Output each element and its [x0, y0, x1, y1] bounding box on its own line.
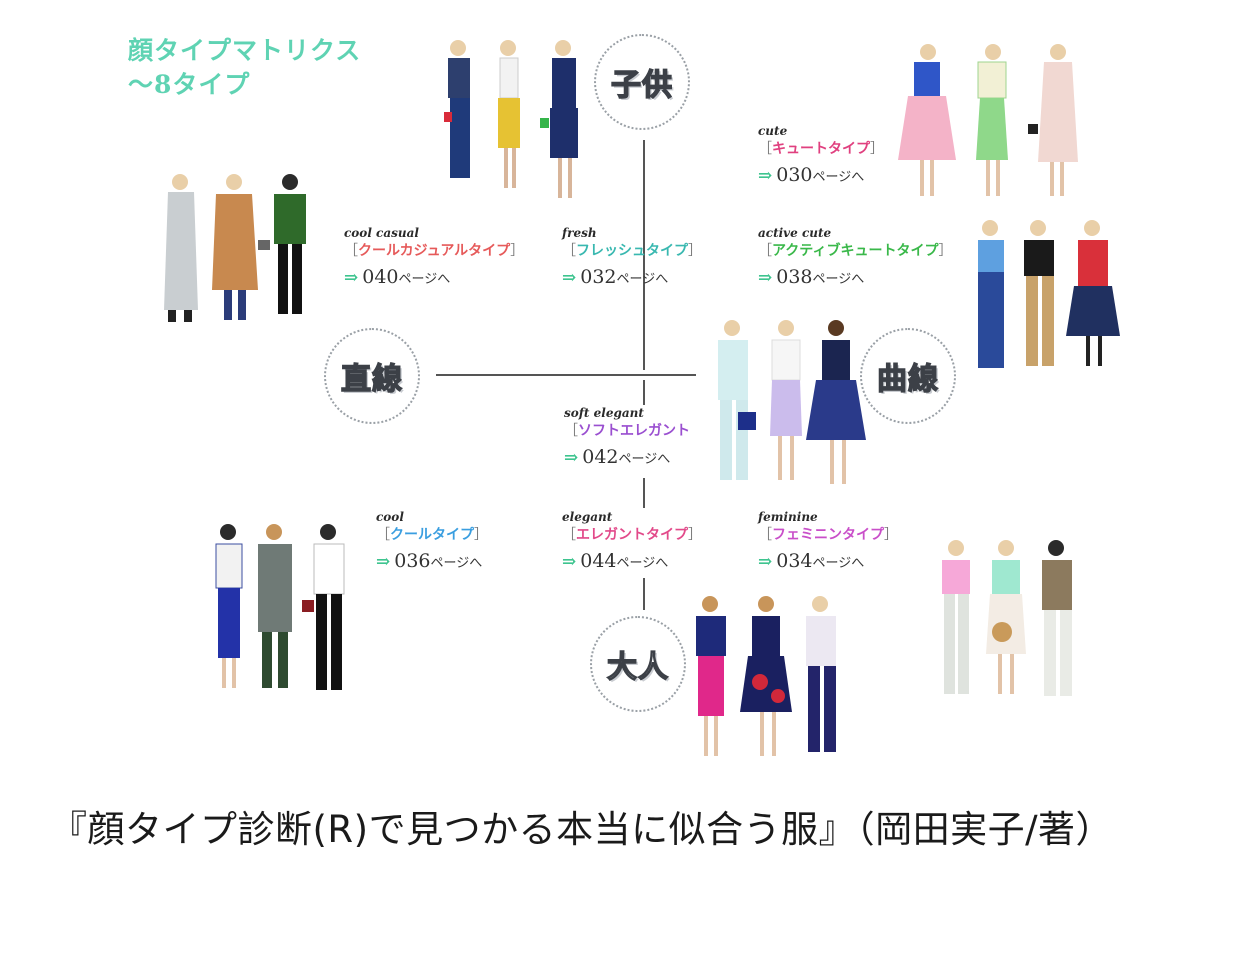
- type-name: キュートタイプ: [772, 141, 870, 157]
- diagram-title-line2: ～8タイプ: [128, 70, 251, 99]
- axis-label-child: 子供: [594, 34, 690, 130]
- diagram-title: 顔タイプマトリクス ～8タイプ: [128, 34, 361, 102]
- type-block-cute: cute ［キュートタイプ］ ⇒030ページへ: [758, 124, 884, 186]
- type-name: フェミニンタイプ: [772, 527, 884, 543]
- type-name: ソフトエレガント: [578, 423, 690, 439]
- figure-caption: 『顔タイプ診断(R)で見つかる本当に似合う服』（岡田実子/著）: [50, 808, 1114, 851]
- axis-line-lower: [643, 478, 645, 508]
- axis-label-adult: 大人: [590, 616, 686, 712]
- axis-label-curve: 曲線: [860, 328, 956, 424]
- axis-line-top: [643, 140, 645, 370]
- type-block-soft-elegant: soft elegant ［ソフトエレガント ⇒042ページへ: [564, 406, 690, 468]
- diagram-title-line1: 顔タイプマトリクス: [128, 36, 362, 65]
- axis-label-straight: 直線: [324, 328, 420, 424]
- axis-line-middle: [643, 380, 645, 405]
- type-name: フレッシュタイプ: [576, 243, 688, 259]
- type-block-feminine: feminine ［フェミニンタイプ］ ⇒034ページへ: [758, 510, 898, 572]
- axis-line-left: [436, 374, 696, 376]
- face-type-matrix-diagram: 顔タイプマトリクス ～8タイプ 子供 大人 直線 曲線 cute ［キュートタイ…: [118, 0, 1128, 772]
- fashion-illustration-cool-casual: [164, 174, 306, 322]
- type-block-fresh: fresh ［フレッシュタイプ］ ⇒032ページへ: [562, 226, 702, 288]
- axis-line-bottom: [643, 578, 645, 610]
- fashion-illustration-active-cute: [978, 220, 1120, 368]
- type-name: クールタイプ: [390, 527, 474, 543]
- type-name: クールカジュアルタイプ: [358, 243, 511, 259]
- fashion-illustration-elegant: [696, 596, 836, 756]
- fashion-illustration-cute: [898, 44, 1078, 196]
- fashion-illustration-soft-elegant: [718, 320, 866, 484]
- fashion-illustration-cool: [215, 524, 345, 690]
- type-name: エレガントタイプ: [576, 527, 688, 543]
- type-block-elegant: elegant ［エレガントタイプ］ ⇒044ページへ: [562, 510, 702, 572]
- fashion-illustration-fresh: [444, 40, 578, 198]
- type-block-cool-casual: cool casual ［クールカジュアルタイプ］ ⇒040ページへ: [344, 226, 525, 288]
- type-block-cool: cool ［クールタイプ］ ⇒036ページへ: [376, 510, 488, 572]
- type-block-active-cute: active cute ［アクティブキュートタイプ］ ⇒038ページへ: [758, 226, 953, 288]
- type-name: アクティブキュートタイプ: [772, 243, 939, 259]
- fashion-illustration-feminine: [942, 540, 1072, 696]
